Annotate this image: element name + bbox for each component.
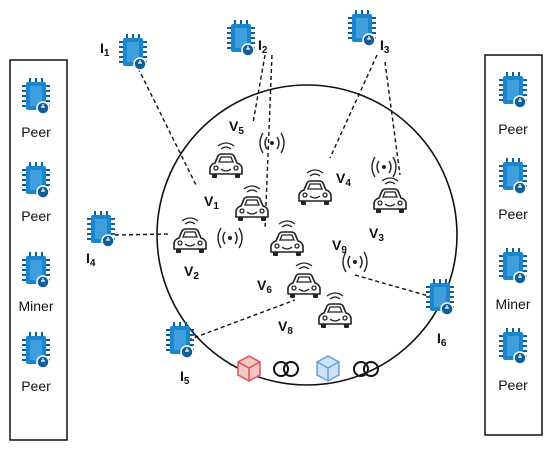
wireless-signal-icon — [259, 132, 285, 154]
microchip-icon — [21, 161, 51, 199]
chain-link-icon — [353, 361, 379, 377]
vehicle-label-v2: V2 — [184, 263, 199, 282]
link-i4-v2 — [114, 233, 171, 236]
microchip-icon — [21, 331, 51, 369]
car-icon — [298, 169, 332, 206]
microchip-icon — [498, 247, 528, 285]
left-peer-panel — [9, 59, 68, 441]
link-i6-v9 — [354, 274, 433, 298]
link-i2-v6 — [264, 54, 273, 231]
intersection-label-i3: I3 — [380, 37, 390, 56]
intersection-label-i4: I4 — [86, 250, 96, 269]
link-i3-v4 — [329, 54, 378, 159]
vehicle-label-v6: V6 — [257, 277, 272, 296]
microchip-icon — [498, 71, 528, 109]
microchip-icon — [347, 9, 377, 47]
link-i1-v1 — [137, 67, 198, 188]
vehicle-label-v4: V4 — [336, 170, 351, 189]
link-i5-v6 — [187, 299, 296, 341]
microchip-icon — [86, 210, 116, 248]
vehicle-label-v9: V9 — [332, 237, 347, 256]
right-peer-panel — [484, 54, 543, 436]
blue-cube-icon — [316, 355, 340, 382]
microchip-icon — [498, 157, 528, 195]
communication-links — [114, 54, 433, 341]
vehicle-label-v1: V1 — [204, 193, 219, 212]
right-panel-item-1: Peer — [498, 121, 528, 137]
left-panel-item-2: Peer — [21, 208, 51, 224]
microchip-icon — [425, 278, 455, 316]
left-panel-item-3: Miner — [18, 298, 53, 314]
intersection-label-i1: I1 — [100, 40, 110, 59]
microchip-icon — [118, 33, 148, 71]
microchip-icon — [21, 251, 51, 289]
wireless-signal-icon — [371, 156, 397, 178]
wireless-signal-icon — [217, 227, 243, 249]
intersection-label-i6: I6 — [437, 330, 447, 349]
link-i2-v5 — [252, 54, 266, 124]
car-icon — [270, 220, 304, 257]
car-icon — [235, 185, 269, 222]
right-panel-item-4: Peer — [498, 377, 528, 393]
car-icon — [209, 142, 243, 179]
car-icon — [373, 177, 407, 214]
microchip-icon — [21, 77, 51, 115]
intersection-label-i2: I2 — [258, 37, 268, 56]
chain-link-icon — [273, 361, 299, 377]
right-panel-item-2: Peer — [498, 206, 528, 222]
vehicle-label-v8: V8 — [278, 318, 293, 337]
left-panel-item-1: Peer — [21, 124, 51, 140]
vehicular-network-region — [156, 84, 458, 386]
intersection-label-i5: I5 — [180, 368, 190, 387]
microchip-icon — [165, 321, 195, 359]
car-icon — [173, 217, 207, 254]
left-panel-item-4: Peer — [21, 378, 51, 394]
vehicle-label-v5: V5 — [229, 118, 244, 137]
red-cube-icon — [237, 355, 261, 382]
car-icon — [318, 292, 352, 329]
microchip-icon — [226, 19, 256, 57]
vehicle-label-v3: V3 — [369, 225, 384, 244]
link-i3-v3 — [384, 61, 401, 176]
microchip-icon — [498, 327, 528, 365]
right-panel-item-3: Miner — [495, 296, 530, 312]
car-icon — [287, 262, 321, 299]
